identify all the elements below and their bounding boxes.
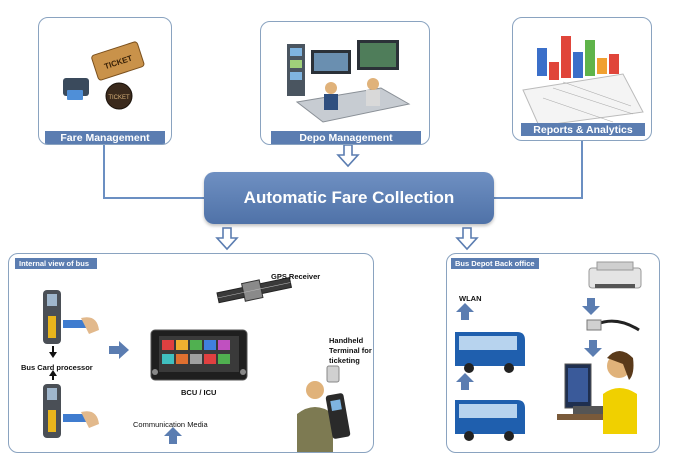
handheld-label-2: Terminal for — [329, 346, 372, 355]
bus-card-processor-label: Bus Card processor — [21, 363, 93, 372]
ticket-text-2: TICKET — [108, 95, 130, 101]
bus-icon-1 — [455, 332, 525, 373]
bus-depot-back-office-panel: Bus Depot Back office WLAN — [446, 253, 660, 453]
bcu-label: BCU / ICU — [181, 388, 217, 397]
down-arrow-left — [215, 227, 239, 251]
internal-view-header: Internal view of bus — [15, 258, 97, 269]
down-arrow-depo — [336, 144, 360, 168]
depo-management-panel: Depo Management — [260, 21, 430, 145]
printer-icon — [582, 261, 642, 315]
up-arrow-icon — [164, 427, 182, 444]
reports-analytics-panel: Reports & Analytics — [512, 17, 652, 141]
gps-satellite-icon — [216, 276, 293, 304]
fare-management-label: Fare Management — [45, 131, 165, 144]
office-worker-icon — [557, 351, 637, 434]
depo-management-label: Depo Management — [271, 131, 421, 144]
handheld-label-3: ticketing — [329, 356, 360, 365]
handheld-terminal-icon — [297, 365, 351, 452]
card-reader-icon — [63, 78, 89, 100]
bus-card-processor-icon — [43, 290, 99, 438]
down-arrow-right — [455, 227, 479, 251]
right-arrow-icon — [109, 341, 129, 359]
handheld-label-1: Handheld — [329, 336, 364, 345]
communication-media-label: Communication Media — [133, 420, 208, 429]
bar-chart-icon — [522, 36, 644, 127]
control-room-icon — [287, 40, 411, 123]
automatic-fare-collection-box: Automatic Fare Collection — [204, 172, 494, 224]
bcu-device-icon — [150, 329, 248, 381]
ticket-icon: TICKET TICKET — [91, 41, 145, 110]
bus-icon-2 — [455, 400, 525, 441]
wlan-label: WLAN — [459, 294, 482, 303]
usb-cable-icon — [584, 319, 640, 357]
gps-receiver-label: GPS Receiver — [271, 272, 321, 281]
fare-management-panel: TICKET TICKET Fare Management — [38, 17, 172, 145]
bus-icons — [455, 303, 525, 441]
reports-analytics-label: Reports & Analytics — [521, 123, 645, 136]
internal-view-panel: Internal view of bus — [8, 253, 374, 453]
back-office-header: Bus Depot Back office — [451, 258, 539, 269]
